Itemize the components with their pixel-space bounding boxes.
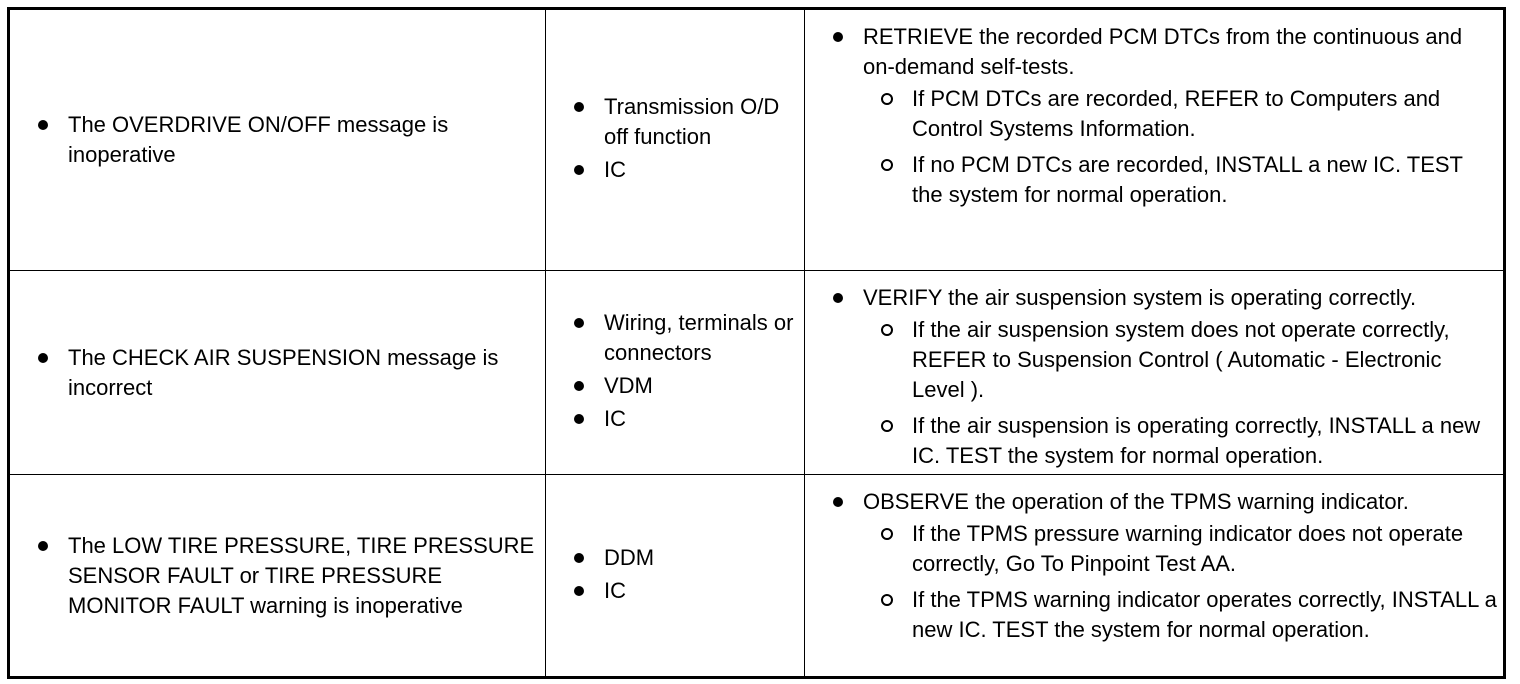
bullet-icon [38, 352, 48, 363]
action-sub-text: If the air suspension system does not op… [912, 317, 1450, 402]
source-item: Wiring, terminals or connectors [574, 308, 800, 368]
action-item: RETRIEVE the recorded PCM DTCs from the … [833, 22, 1499, 210]
hollow-bullet-icon [881, 594, 893, 606]
bullet-icon [833, 497, 843, 507]
action-item: VERIFY the air suspension system is oper… [833, 283, 1499, 471]
bullet-icon [38, 120, 48, 130]
action-sub-text: If the air suspension is operating corre… [912, 413, 1481, 468]
condition-item: The LOW TIRE PRESSURE, TIRE PRESSURE SEN… [38, 531, 537, 621]
hollow-bullet-icon [881, 528, 893, 540]
bullet-icon [833, 32, 843, 42]
bullet-icon [574, 318, 584, 328]
source-text: IC [604, 406, 626, 431]
source-text: Transmission O/D off function [604, 94, 780, 149]
condition-item: The CHECK AIR SUSPENSION message is inco… [38, 343, 537, 403]
source-item: Transmission O/D off function [574, 92, 800, 152]
table-row: The CHECK AIR SUSPENSION message is inco… [8, 270, 1505, 475]
source-text: VDM [604, 373, 653, 398]
source-text: IC [604, 157, 626, 182]
condition-cell: The CHECK AIR SUSPENSION message is inco… [8, 270, 546, 475]
hollow-bullet-icon [881, 93, 893, 105]
source-text: DDM [604, 544, 655, 570]
action-subitem: If PCM DTCs are recorded, REFER to Compu… [881, 84, 1499, 144]
bullet-icon [574, 381, 584, 391]
action-sub-text: If the TPMS pressure warning indicator d… [912, 521, 1464, 576]
table-row: The LOW TIRE PRESSURE, TIRE PRESSURE SEN… [8, 474, 1505, 678]
bullet-icon [833, 293, 843, 303]
source-item: IC [574, 155, 800, 185]
bullet-icon [574, 585, 584, 596]
bullet-icon [574, 165, 584, 175]
condition-text: The OVERDRIVE ON/OFF message is inoperat… [68, 112, 449, 167]
action-sub-text: If PCM DTCs are recorded, REFER to Compu… [912, 86, 1441, 141]
bullet-icon [38, 540, 48, 551]
condition-item: The OVERDRIVE ON/OFF message is inoperat… [38, 110, 537, 170]
hollow-bullet-icon [881, 420, 893, 432]
source-text: IC [604, 577, 626, 603]
condition-text: The LOW TIRE PRESSURE, TIRE PRESSURE SEN… [68, 532, 535, 618]
condition-cell: The OVERDRIVE ON/OFF message is inoperat… [8, 8, 546, 271]
source-cell: Wiring, terminals or connectors VDM IC [545, 270, 805, 475]
action-main-text: OBSERVE the operation of the TPMS warnin… [863, 489, 1409, 514]
source-item: IC [574, 404, 800, 434]
hollow-bullet-icon [881, 324, 893, 336]
action-subitem: If the air suspension is operating corre… [881, 411, 1499, 471]
condition-cell: The LOW TIRE PRESSURE, TIRE PRESSURE SEN… [8, 474, 546, 678]
table-row: The OVERDRIVE ON/OFF message is inoperat… [8, 8, 1505, 271]
source-item: DDM [574, 543, 800, 573]
action-cell: RETRIEVE the recorded PCM DTCs from the … [804, 8, 1505, 271]
action-cell: OBSERVE the operation of the TPMS warnin… [804, 474, 1505, 678]
action-main-text: VERIFY the air suspension system is oper… [863, 285, 1417, 310]
source-text: Wiring, terminals or connectors [604, 310, 794, 365]
action-item: OBSERVE the operation of the TPMS warnin… [833, 487, 1499, 645]
bullet-icon [574, 414, 584, 424]
action-sub-text: If the TPMS warning indicator operates c… [912, 587, 1497, 642]
diagnosis-table: The OVERDRIVE ON/OFF message is inoperat… [7, 7, 1506, 679]
hollow-bullet-icon [881, 159, 893, 171]
action-subitem: If no PCM DTCs are recorded, INSTALL a n… [881, 150, 1499, 210]
bullet-icon [574, 102, 584, 112]
source-item: VDM [574, 371, 800, 401]
condition-text: The CHECK AIR SUSPENSION message is inco… [68, 344, 499, 400]
source-cell: DDM IC [545, 474, 805, 678]
action-sub-text: If no PCM DTCs are recorded, INSTALL a n… [912, 152, 1463, 207]
action-subitem: If the TPMS pressure warning indicator d… [881, 519, 1499, 579]
action-subitem: If the TPMS warning indicator operates c… [881, 585, 1499, 645]
action-main-text: RETRIEVE the recorded PCM DTCs from the … [863, 24, 1463, 79]
source-cell: Transmission O/D off function IC [545, 8, 805, 271]
source-item: IC [574, 576, 800, 606]
action-cell: VERIFY the air suspension system is oper… [804, 270, 1505, 475]
bullet-icon [574, 552, 584, 563]
action-subitem: If the air suspension system does not op… [881, 315, 1499, 405]
